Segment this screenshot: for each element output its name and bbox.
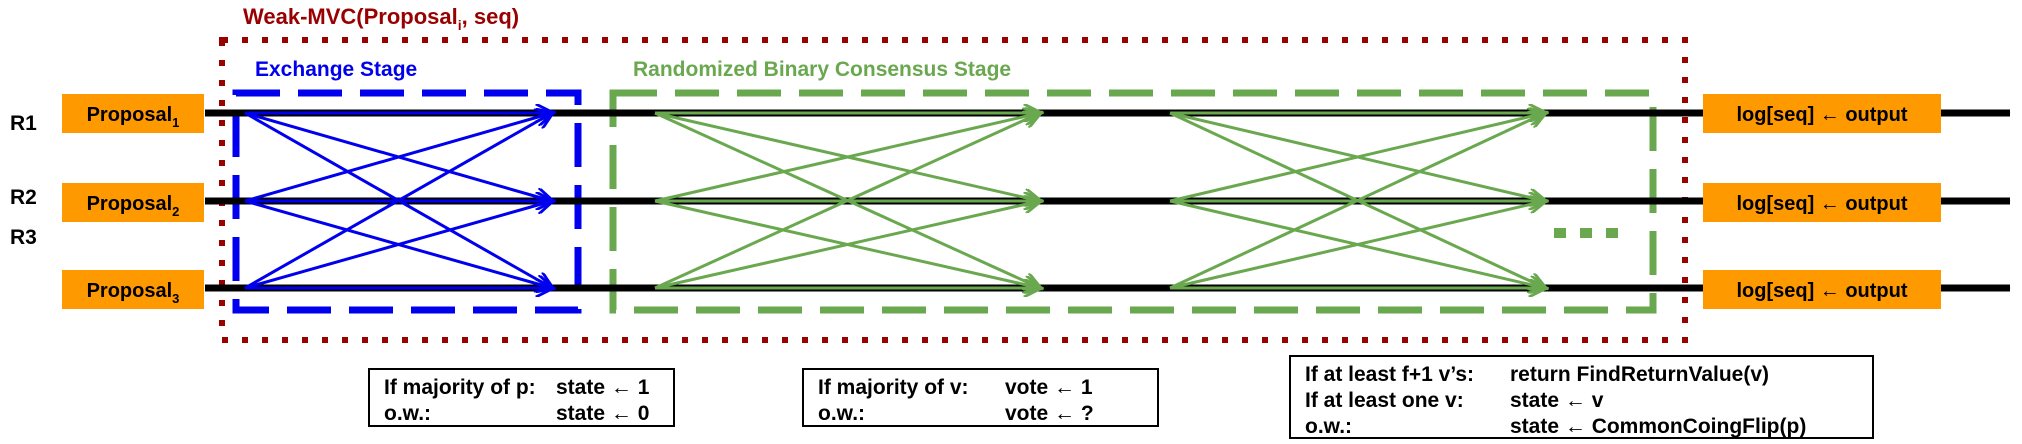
final-rule-action-2: state ← v — [1510, 389, 1604, 412]
proposal-box-r1: Proposal1 — [62, 94, 204, 133]
vote-rule-condition-1: If majority of v: — [818, 376, 969, 399]
final-rule-action-1: return FindReturnValue(v) — [1510, 363, 1770, 386]
binary-consensus-stage-label: Randomized Binary Consensus Stage — [633, 58, 1011, 81]
replica-label-r2: R2 — [10, 186, 37, 209]
exchange-arrows — [244, 113, 552, 288]
vote-rule-action-1: vote ← 1 — [1005, 376, 1093, 399]
vote-rule-condition-2: o.w.: — [818, 402, 866, 425]
vote-rule-row-2: o.w.: vote ← ? — [818, 401, 1143, 427]
vote-rule-box: If majority of v: vote ← 1 o.w.: vote ← … — [802, 368, 1159, 427]
binary-round1-arrows — [654, 113, 1040, 288]
exchange-rule-box: If majority of p: state ← 1 o.w.: state … — [368, 368, 675, 427]
final-rule-row-2: If at least one v: state ← v — [1305, 388, 1858, 414]
final-rule-row-3: o.w.: state ← CommonCoingFlip(p) — [1305, 414, 1858, 440]
replica-label-r3: R3 — [10, 226, 37, 249]
final-rule-box: If at least f+1 v’s: return FindReturnVa… — [1289, 355, 1874, 439]
weak-mvc-title: Weak-MVC(Proposali, seq) — [243, 4, 519, 33]
final-rule-condition-1: If at least f+1 v’s: — [1305, 363, 1475, 386]
svg-text:log[seq] ← output: log[seq] ← output — [1736, 193, 1907, 215]
final-rule-condition-3: o.w.: — [1305, 415, 1353, 438]
svg-text:Proposal2: Proposal2 — [87, 193, 180, 219]
exchange-stage-label: Exchange Stage — [255, 58, 417, 81]
final-rule-row-1: If at least f+1 v’s: return FindReturnVa… — [1305, 362, 1858, 388]
exchange-rule-row-1: If majority of p: state ← 1 — [384, 375, 659, 401]
exchange-rule-row-2: o.w.: state ← 0 — [384, 401, 659, 427]
exchange-rule-action-1: state ← 1 — [556, 376, 650, 399]
vote-rule-row-1: If majority of v: vote ← 1 — [818, 375, 1143, 401]
output-box-r2: log[seq] ← output — [1703, 183, 1941, 222]
vote-rule-action-2: vote ← ? — [1005, 402, 1094, 425]
svg-text:Proposal3: Proposal3 — [87, 280, 180, 306]
output-box-r3: log[seq] ← output — [1703, 270, 1941, 309]
final-rule-action-3: state ← CommonCoingFlip(p) — [1510, 415, 1807, 438]
continuation-ellipsis — [1554, 228, 1618, 238]
exchange-rule-action-2: state ← 0 — [556, 402, 650, 425]
output-box-r1: log[seq] ← output — [1703, 94, 1941, 133]
svg-text:Proposal1: Proposal1 — [87, 104, 180, 130]
svg-text:log[seq] ← output: log[seq] ← output — [1736, 280, 1907, 302]
proposal-box-r3: Proposal3 — [62, 270, 204, 309]
proposal-box-r2: Proposal2 — [62, 183, 204, 222]
svg-text:log[seq] ← output: log[seq] ← output — [1736, 104, 1907, 126]
weak-mvc-frame — [219, 37, 1688, 343]
binary-round2-arrows — [1169, 113, 1545, 288]
replica-label-r1: R1 — [10, 112, 37, 135]
exchange-rule-condition-2: o.w.: — [384, 402, 432, 425]
final-rule-condition-2: If at least one v: — [1305, 389, 1464, 412]
exchange-rule-condition-1: If majority of p: — [384, 376, 536, 399]
